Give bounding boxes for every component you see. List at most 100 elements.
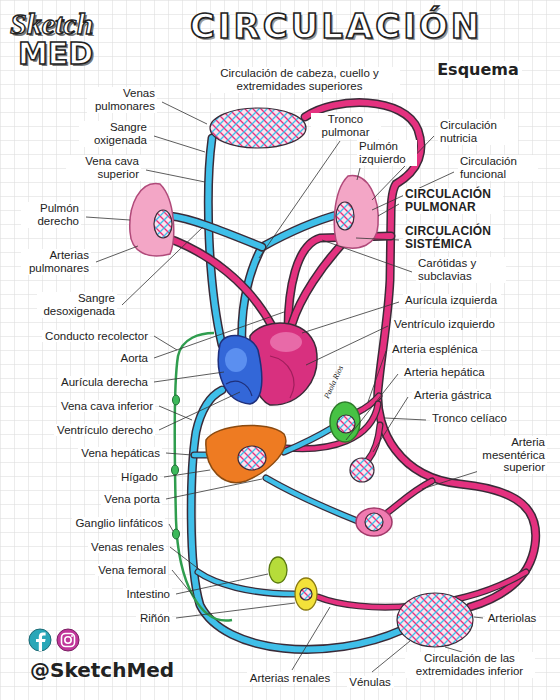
artery-branch bbox=[368, 425, 380, 460]
structure-label: Ganglio linfáticos bbox=[72, 517, 165, 530]
leader-line bbox=[166, 453, 192, 455]
leader-line bbox=[162, 102, 207, 124]
structure-label: Vena porta bbox=[101, 493, 162, 506]
organ-label: Riñón bbox=[136, 612, 172, 625]
structure-label: Tronco celíaco bbox=[430, 412, 510, 425]
lymph-duct bbox=[173, 395, 180, 405]
intestine-organ bbox=[269, 508, 392, 583]
title: CIRCULACIÓN bbox=[190, 6, 482, 47]
lung-organ bbox=[154, 210, 172, 238]
leader-line bbox=[154, 136, 205, 152]
leader-line bbox=[169, 524, 173, 531]
structure-label: Vena cava inferior bbox=[57, 400, 155, 413]
leader-line bbox=[474, 617, 483, 618]
leader-line bbox=[86, 217, 130, 220]
kidney-organ bbox=[295, 578, 317, 610]
leader-line bbox=[154, 336, 177, 350]
pulmonary-vein-vessel bbox=[292, 240, 346, 324]
region-label: CIRCULACIÓN PULMONAR bbox=[403, 188, 503, 215]
structure-label: Arteria gástrica bbox=[412, 389, 495, 402]
leader-line bbox=[422, 470, 482, 489]
social-icon bbox=[57, 629, 79, 651]
organ-label: Pulmón izquierdo bbox=[357, 140, 417, 166]
pulmonary-vein-vessel bbox=[162, 236, 272, 326]
vein-vessel bbox=[208, 138, 222, 345]
structure-label: Arteria mesentérica superior bbox=[477, 436, 547, 475]
social-icon bbox=[29, 629, 79, 651]
structure-label: Vena cava superior bbox=[66, 155, 141, 181]
liver-organ bbox=[206, 425, 286, 482]
kidney-organ bbox=[295, 578, 317, 610]
heart bbox=[218, 323, 317, 405]
artery-branch bbox=[286, 396, 526, 607]
leader-line bbox=[385, 418, 426, 420]
lower-limb-bed bbox=[397, 593, 473, 647]
heart bbox=[218, 335, 261, 404]
leader-line bbox=[368, 351, 386, 402]
artery-vessel bbox=[288, 236, 391, 330]
leader-line bbox=[176, 603, 295, 618]
structure-label: Aurícula derecha bbox=[58, 376, 150, 389]
lung-organ bbox=[130, 184, 174, 256]
leader-line bbox=[159, 406, 192, 420]
leader-line bbox=[166, 479, 262, 499]
intestine-organ bbox=[365, 513, 383, 531]
structure-label: Carótidas y subclavias bbox=[416, 257, 506, 283]
structure-label: Tronco pulmonar bbox=[311, 113, 381, 139]
lymph-duct bbox=[173, 529, 180, 539]
organ-label: Pulmón derecho bbox=[21, 202, 81, 228]
leader-line bbox=[357, 168, 360, 180]
vein-branch bbox=[266, 478, 360, 522]
leader-line bbox=[172, 570, 195, 598]
structure-label: Conducto recolector bbox=[42, 330, 150, 343]
structure-label: Vénulas bbox=[347, 676, 394, 689]
social-icon bbox=[71, 635, 73, 637]
lung-organ bbox=[336, 202, 354, 230]
structure-label: Aorta bbox=[117, 352, 150, 365]
structure-label: Vena hepáticas bbox=[78, 447, 162, 460]
lung-organ bbox=[334, 176, 378, 248]
vein-vessel bbox=[191, 390, 402, 649]
vein-vessel bbox=[191, 390, 402, 649]
region-label: Circulación funcional bbox=[458, 155, 538, 181]
kidney-organ bbox=[300, 588, 312, 600]
logo-text: MED bbox=[16, 37, 97, 71]
vein-branch bbox=[266, 478, 360, 522]
structure-label: Ventrículo derecho bbox=[54, 424, 155, 437]
structure-label: Arterias renales bbox=[247, 672, 333, 685]
structure-label: Arteria hepática bbox=[402, 366, 488, 379]
structure-label: Venas renales bbox=[88, 541, 166, 554]
artery-branch bbox=[384, 481, 432, 515]
capillary-bed bbox=[210, 108, 306, 148]
leader-line bbox=[96, 246, 138, 262]
structure-label: Aurícula izquierda bbox=[403, 294, 501, 307]
leader-line bbox=[378, 204, 399, 216]
structure-label: Arteria esplénica bbox=[390, 343, 481, 356]
leader-line bbox=[176, 574, 268, 594]
spleen-organ bbox=[330, 402, 360, 442]
heart bbox=[225, 348, 247, 372]
leader-line bbox=[146, 170, 205, 182]
social-icon bbox=[62, 634, 75, 647]
structure-label: Venas pulmonares bbox=[87, 87, 157, 113]
heart bbox=[226, 381, 252, 396]
subtitle: Esquema bbox=[435, 61, 522, 79]
lymph-duct bbox=[172, 333, 233, 621]
leader-line bbox=[154, 372, 224, 382]
pulmonary-vein-vessel bbox=[162, 236, 346, 326]
pulmonary-vein-vessel bbox=[292, 240, 346, 324]
liver-organ bbox=[238, 446, 266, 470]
artery-branch bbox=[384, 481, 432, 515]
logo-text: Sketch bbox=[8, 7, 97, 41]
social-icon bbox=[65, 637, 71, 643]
region-label: CIRCULACIÓN SISTÉMICA bbox=[403, 225, 503, 252]
leader-line bbox=[306, 326, 388, 365]
region-label: Circulación de cabeza, cuello y extremid… bbox=[200, 67, 400, 93]
leader-line bbox=[159, 392, 240, 430]
structure-label: Vena femoral bbox=[95, 564, 168, 577]
leader-line bbox=[302, 302, 399, 333]
structure-label: Arterias pulmonares bbox=[21, 249, 91, 275]
structure-label: Sangre desoxigenada bbox=[37, 292, 117, 318]
